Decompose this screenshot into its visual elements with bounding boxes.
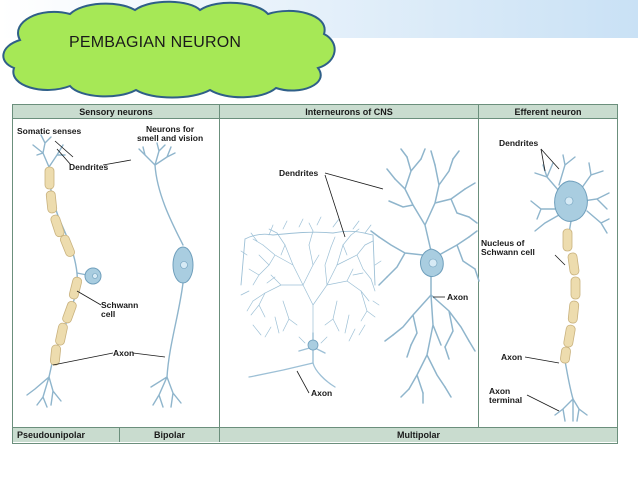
- label-schwann-line1: Schwann: [101, 300, 139, 310]
- title-cloud: [2, 0, 336, 99]
- bipolar-neuron: [138, 142, 184, 408]
- footer-multipolar: Multipolar: [220, 427, 617, 442]
- label-nucleus-schwann: Nucleus of Schwann cell: [481, 239, 535, 257]
- header-interneurons: Interneurons of CNS: [220, 105, 479, 119]
- efferent-myelin-segments: [560, 228, 581, 364]
- slide-title: PEMBAGIAN NEURON: [69, 34, 242, 51]
- label-dendrites-efferent: Dendrites: [499, 138, 539, 148]
- label-axon-efferent: Axon: [501, 352, 523, 362]
- label-axon-sensory: Axon: [113, 348, 135, 358]
- label-dendrites-sensory: Dendrites: [69, 162, 109, 172]
- label-somatic-senses: Somatic senses: [17, 126, 82, 136]
- pseudounipolar-neuron: [26, 134, 88, 408]
- label-schwann-cell: Schwann cell: [101, 301, 138, 319]
- panel-sensory: [13, 119, 220, 428]
- footer-bipolar: Bipolar: [120, 427, 220, 442]
- purkinje-neuron: [240, 216, 382, 388]
- efferent-neuron: [530, 154, 610, 422]
- label-nucleus-line2: Schwann cell: [481, 247, 535, 257]
- label-neurons-smell-vision-line2: smell and vision: [137, 133, 204, 143]
- footer-pseudounipolar: Pseudounipolar: [13, 427, 120, 442]
- label-nucleus-line1: Nucleus of: [481, 238, 525, 248]
- label-neurons-smell-vision: Neurons for smell and vision: [137, 125, 203, 143]
- label-neurons-smell-vision-line1: Neurons for: [145, 124, 195, 134]
- neuron-illustrations: [26, 134, 610, 422]
- label-axon-terminal-line2: terminal: [489, 395, 523, 405]
- label-axon-terminal-line1: Axon: [489, 386, 511, 396]
- purkinje-cell-body: [307, 339, 319, 351]
- label-dendrites-inter: Dendrites: [279, 168, 319, 178]
- multipolar-interneuron: [370, 148, 480, 404]
- neuron-figure: Sensory neurons Interneurons of CNS Effe…: [12, 104, 618, 444]
- panel-interneurons: [220, 119, 479, 428]
- header-efferent-neuron: Efferent neuron: [479, 105, 617, 119]
- sensory-myelin-segments: [44, 166, 83, 366]
- header-sensory-neurons: Sensory neurons: [13, 105, 220, 119]
- label-axon-terminal: Axon terminal: [489, 387, 522, 405]
- label-schwann-line2: cell: [101, 309, 116, 319]
- label-axon-inter-right: Axon: [447, 292, 469, 302]
- label-axon-inter-left: Axon: [311, 388, 333, 398]
